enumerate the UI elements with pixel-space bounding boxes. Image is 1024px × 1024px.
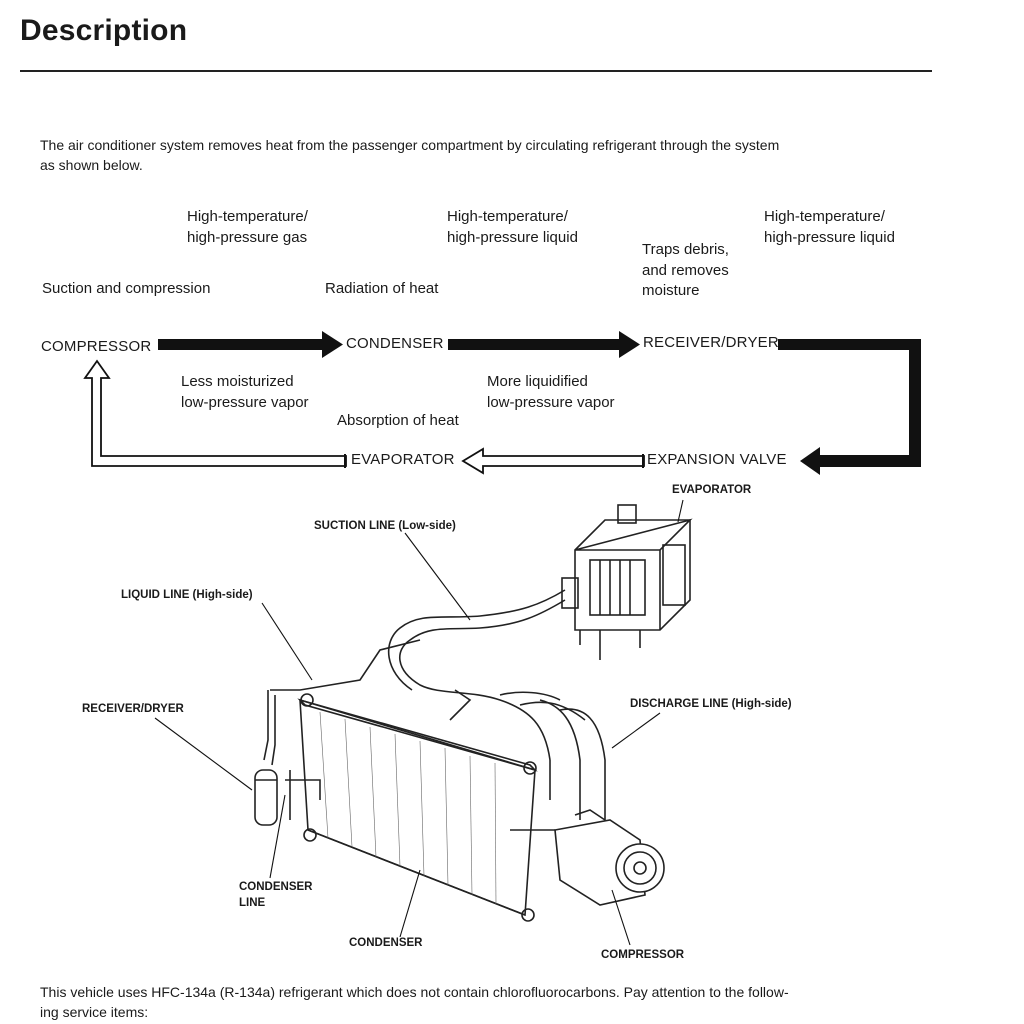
intro-line-1: The air conditioner system removes heat … (40, 137, 780, 153)
footer-line-1: This vehicle uses HFC-134a (R-134a) refr… (40, 984, 789, 1000)
node-compressor: COMPRESSOR (41, 338, 152, 355)
label-suction-line: SUCTION LINE (Low-side) (314, 520, 456, 532)
arrow-receiver-to-expansion (778, 339, 921, 475)
arrow-condenser-to-receiver (448, 331, 640, 358)
condenser-drawing (297, 693, 538, 922)
node-evaporator: EVAPORATOR (351, 451, 455, 468)
discharge-line-drawing (449, 689, 606, 820)
arrow-evaporator-to-compressor (83, 359, 347, 468)
note-radiation: Radiation of heat (325, 280, 439, 297)
evaporator-drawing (561, 504, 693, 660)
label-liquid-line: LIQUID LINE (High-side) (121, 589, 253, 601)
node-condenser: CONDENSER (346, 335, 444, 352)
label-receiver-dryer: RECEIVER/DRYER (82, 703, 184, 715)
footer-line-2: ing service items: (40, 1004, 149, 1020)
leader-lines (154, 499, 684, 946)
receiver-dryer-drawing (254, 769, 321, 826)
note-hot-gas: High-temperature/high-pressure gas (187, 208, 308, 246)
liquid-line-drawing (263, 639, 421, 766)
title-divider (20, 70, 932, 72)
note-suction: Suction and compression (42, 280, 211, 297)
intro-line-2: as shown below. (40, 157, 143, 173)
page-title: Description (20, 14, 188, 47)
node-receiver: RECEIVER/DRYER (643, 334, 779, 351)
node-expansion-valve: EXPANSION VALVE (647, 451, 787, 468)
suction-line-drawing (387, 589, 586, 800)
label-evaporator: EVAPORATOR (672, 484, 752, 496)
arrow-compressor-to-condenser (158, 331, 343, 358)
arrow-expansion-to-evaporator (461, 447, 645, 475)
note-hot-liquid-1: High-temperature/high-pressure liquid (447, 208, 578, 246)
label-compressor: COMPRESSOR (601, 949, 685, 961)
label-condenser: CONDENSER (349, 937, 423, 949)
condenser-fins (319, 711, 497, 905)
note-hot-liquid-2: High-temperature/high-pressure liquid (764, 208, 895, 246)
note-absorption: Absorption of heat (337, 412, 459, 429)
label-discharge-line: DISCHARGE LINE (High-side) (630, 698, 792, 710)
compressor-drawing (510, 809, 665, 906)
